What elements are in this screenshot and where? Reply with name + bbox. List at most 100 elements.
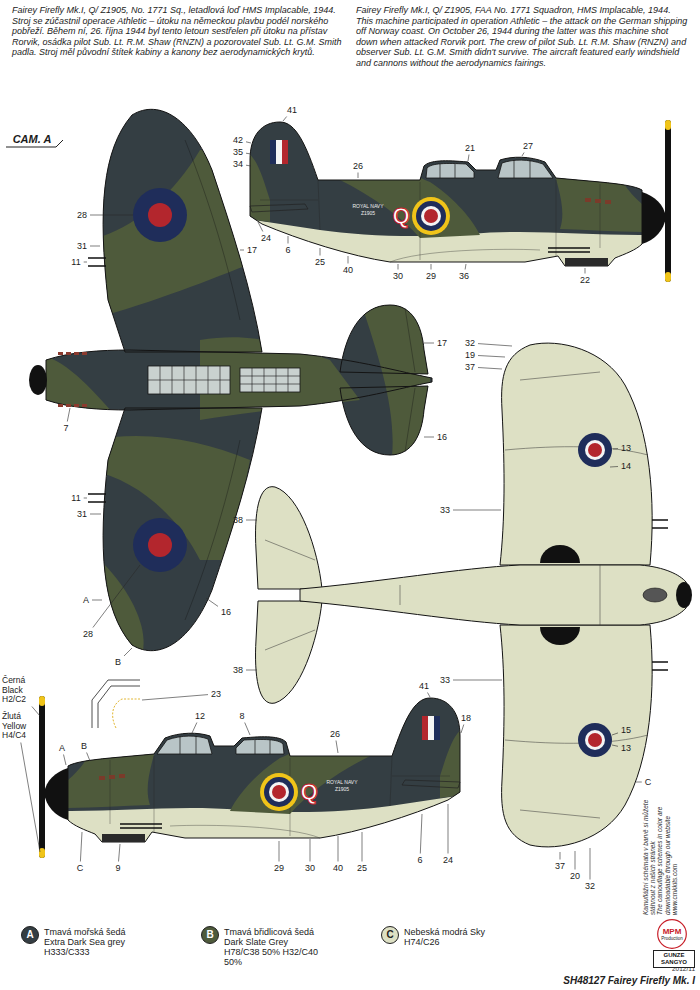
leader-line: [310, 839, 311, 862]
callout-number: 33: [439, 506, 451, 515]
leader-line: [612, 733, 618, 735]
leader-line: [32, 707, 40, 717]
callout-number: 29: [425, 272, 437, 281]
callout-number: 6: [416, 856, 423, 865]
leader-line: [119, 844, 121, 862]
legend-text: Tmavá břidlicová šedá Dark Slate Grey H7…: [224, 927, 324, 967]
leader-line: [398, 264, 399, 270]
leader-line: [92, 600, 102, 601]
callout-number: 30: [392, 272, 404, 281]
leader-line: [453, 680, 502, 681]
callout-number: 18: [460, 714, 472, 723]
swatch-letter: A: [26, 930, 33, 940]
leader-line: [90, 514, 101, 515]
leader-line: [613, 448, 618, 449]
callout-number: C: [644, 778, 653, 787]
website-note: www.cmkkits.com: [671, 787, 678, 915]
scheme-tag: CAM. A: [13, 134, 52, 145]
callout-number: 15: [620, 726, 632, 735]
leader-line: [21, 743, 40, 853]
swatch-letter: B: [206, 930, 213, 940]
callout-number: 11: [70, 494, 81, 503]
callout-number: C: [76, 864, 85, 873]
callout-number: 27: [522, 142, 534, 151]
callout-number: 14: [620, 462, 632, 471]
callout-number: 6: [284, 246, 291, 255]
code-letter: Q: [300, 781, 317, 803]
website-note: The camouflage schemes in color are down…: [656, 787, 670, 915]
callout-number: B: [114, 658, 122, 667]
serial-text: ROYAL NAVY: [326, 780, 357, 785]
callout-number: 24: [260, 234, 272, 243]
leader-line: [348, 256, 349, 264]
kit-title: SH48127 Fairey Firefly Mk. I: [563, 976, 695, 986]
leader-line: [206, 598, 218, 606]
callout-number: 30: [304, 864, 316, 873]
callout-number: 37: [464, 363, 476, 372]
leader-line: [461, 725, 464, 734]
leader-line: [245, 723, 250, 736]
brand-box: GUNZE SANGYO: [653, 950, 695, 968]
leader-line: [246, 670, 257, 671]
leader-line: [84, 262, 87, 263]
leader-line: [240, 250, 244, 251]
callout-number: 28: [82, 630, 94, 639]
callout-number: 32: [584, 882, 596, 891]
callout-number: 23: [210, 690, 222, 699]
callout-number: 32: [464, 339, 476, 348]
callout-number: 17: [436, 339, 448, 348]
logo-text: MPM: [663, 928, 682, 936]
callout-number: 8: [238, 712, 245, 721]
description-text: Fairey Firefly Mk.I, Q/ Z1905, No. 1771 …: [12, 5, 342, 58]
serial-text: Z1905: [361, 211, 375, 216]
callout-number: B: [80, 742, 88, 751]
callout-number: 17: [246, 246, 258, 255]
leader-line: [478, 368, 502, 370]
callout-number: 26: [329, 730, 341, 739]
callout-number: 31: [76, 242, 88, 251]
leader-line: [338, 836, 339, 862]
callout-number: 41: [418, 682, 430, 691]
leader-line: [142, 695, 208, 700]
callout-number: 33: [439, 676, 451, 685]
leader-line: [468, 155, 469, 162]
leader-line: [478, 344, 512, 346]
leader-line: [246, 165, 251, 167]
callout-number: 11: [70, 258, 81, 267]
callout-number: 42: [232, 136, 244, 145]
leader-line: [87, 753, 90, 762]
callout-number: 16: [220, 608, 232, 617]
serial-text: ROYAL NAVY: [352, 204, 383, 209]
leader-line: [124, 648, 132, 656]
callout-number: 20: [569, 872, 581, 881]
leader-line: [90, 246, 100, 247]
leader-line: [636, 782, 642, 783]
leader-line: [320, 248, 321, 256]
callout-number: 31: [76, 510, 88, 519]
leader-line: [585, 268, 586, 274]
leader-line: [453, 510, 501, 511]
callout-number: 19: [464, 351, 476, 360]
callout-number: 34: [232, 160, 244, 169]
callout-number: 24: [442, 856, 454, 865]
callout-number: 28: [76, 211, 88, 220]
legend-text: Nebeská modrá Sky H74/C26: [404, 927, 504, 947]
callout-number: 13: [620, 744, 632, 753]
leader-line: [358, 173, 359, 179]
leader-line: [64, 755, 67, 766]
callout-number: 21: [464, 144, 476, 153]
leader-line: [80, 832, 82, 862]
leader-line: [612, 745, 618, 746]
callout-number: A: [82, 596, 90, 605]
logo-circle: MPMProduction: [657, 919, 687, 949]
leader-line: [522, 153, 524, 157]
callout-number: 22: [579, 276, 591, 285]
code-letter: Q: [392, 205, 409, 227]
swatch-letter: C: [386, 930, 393, 940]
leader-line: [336, 741, 338, 754]
callout-number: 26: [352, 162, 364, 171]
leader-line: [575, 851, 576, 870]
leader-line: [192, 723, 197, 734]
description-text: Fairey Firefly Mk.I, Q/ Z1905, FAA No. 1…: [356, 5, 690, 68]
